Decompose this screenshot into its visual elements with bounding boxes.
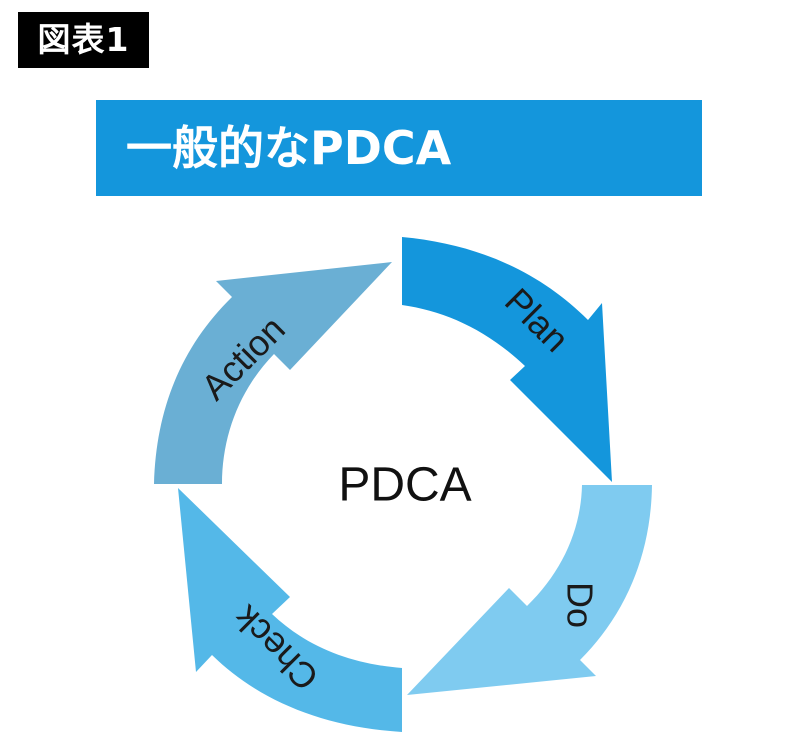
action-arrow: Action (154, 262, 392, 484)
center-label: PDCA (338, 459, 471, 512)
check-arrow: Check (178, 488, 402, 732)
banner-title: 一般的なPDCA (126, 121, 452, 175)
title-banner: 一般的なPDCA (96, 100, 702, 196)
check-arrow-shape (178, 488, 402, 732)
figure-label: 図表1 (18, 12, 149, 68)
do-label: Do (559, 582, 600, 628)
plan-arrow-shape (402, 237, 612, 482)
do-arrow-shape (407, 485, 652, 695)
do-arrow: Do (407, 485, 652, 695)
action-arrow-shape (154, 262, 392, 484)
plan-arrow: Plan (402, 237, 612, 482)
